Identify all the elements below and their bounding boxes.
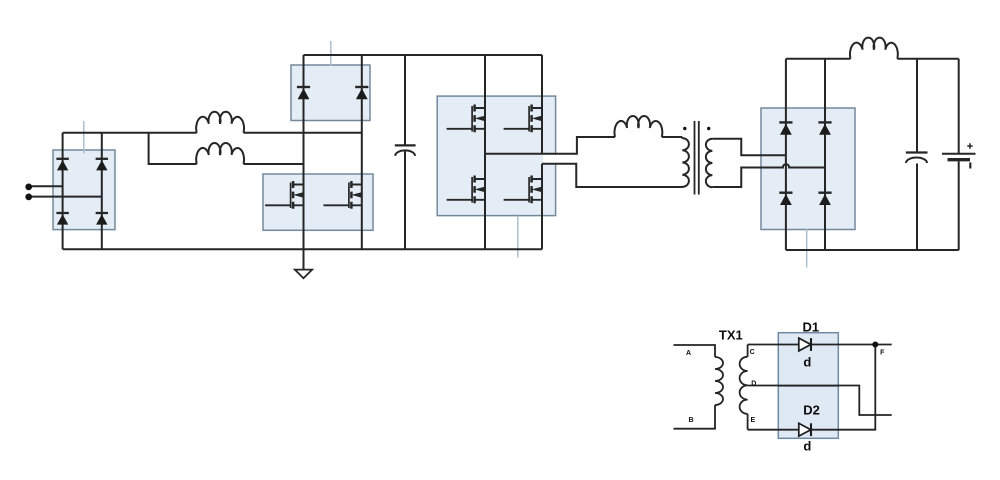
svg-text:E: E: [750, 417, 755, 424]
svg-text:D1: D1: [802, 319, 819, 334]
svg-text:F: F: [880, 350, 885, 357]
svg-text:d: d: [803, 439, 811, 454]
svg-text:C: C: [750, 349, 755, 356]
svg-text:B: B: [688, 417, 693, 424]
svg-text:d: d: [803, 354, 811, 369]
svg-text:D: D: [751, 380, 756, 387]
svg-text:D2: D2: [803, 403, 820, 418]
svg-text:A: A: [686, 350, 691, 357]
svg-text:TX1: TX1: [719, 328, 743, 343]
